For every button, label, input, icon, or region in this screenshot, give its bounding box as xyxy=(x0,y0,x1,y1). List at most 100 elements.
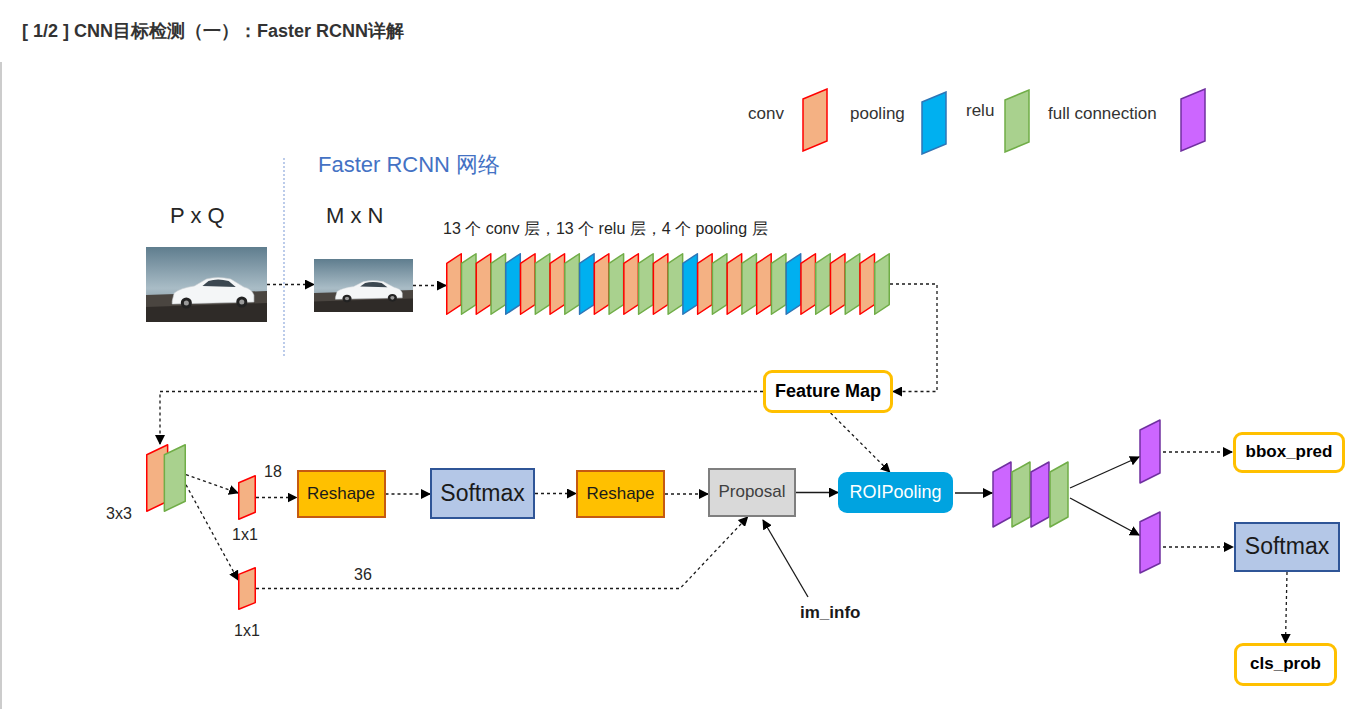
conv-layer xyxy=(624,254,639,315)
connector xyxy=(890,284,937,392)
input-label: im_info xyxy=(800,603,860,623)
connector xyxy=(535,493,576,494)
car-window xyxy=(360,282,387,287)
road-shadow xyxy=(146,303,267,322)
wheel xyxy=(181,298,192,309)
conv-layer xyxy=(239,476,256,520)
conv-layer xyxy=(801,254,816,315)
conv-layer xyxy=(653,254,668,315)
relu-layer xyxy=(712,254,727,315)
swatch-shape xyxy=(1181,89,1205,151)
conv-layer xyxy=(757,254,772,315)
box-label: Reshape xyxy=(307,484,375,504)
sky xyxy=(146,247,267,322)
arrow-line xyxy=(955,492,992,493)
connector xyxy=(256,517,748,589)
conv-layer xyxy=(594,254,609,315)
wheel xyxy=(388,294,397,302)
layer-shapes xyxy=(238,475,256,520)
layer-shapes xyxy=(238,567,256,610)
output-box: cls_prob xyxy=(1234,643,1337,686)
hub xyxy=(239,300,244,305)
legend-swatch xyxy=(1004,89,1030,153)
legend-label: conv xyxy=(748,104,784,124)
reshape-box: Reshape xyxy=(576,470,665,518)
feature-map-box: Feature Map xyxy=(763,370,893,413)
legend-swatch xyxy=(921,91,947,155)
box-label: bbox_pred xyxy=(1246,442,1333,462)
box-label: Reshape xyxy=(586,484,654,504)
fc-layer xyxy=(993,462,1011,527)
network-title: Faster RCNN 网络 xyxy=(318,150,500,180)
connector xyxy=(413,285,446,286)
relu-layer xyxy=(742,254,757,315)
car-photo xyxy=(146,247,267,322)
photo-frame xyxy=(314,259,413,312)
pooling-layer xyxy=(683,254,698,315)
conv-layer xyxy=(447,254,462,315)
fc-layer xyxy=(1140,420,1160,483)
box-label: Feature Map xyxy=(775,381,881,403)
photo-frame xyxy=(146,247,267,322)
swatch-shape xyxy=(803,89,827,151)
car-photo xyxy=(314,259,413,312)
layer-shapes xyxy=(446,253,890,315)
divider-line xyxy=(283,158,284,358)
page-border xyxy=(0,62,2,709)
box-label: Proposal xyxy=(718,482,785,502)
pooling-layer xyxy=(786,254,801,315)
arrow-line xyxy=(1163,451,1232,452)
connector xyxy=(267,284,314,285)
node-label: 13 个 conv 层，13 个 relu 层，4 个 pooling 层 xyxy=(443,219,768,238)
legend-label: full connection xyxy=(1048,104,1157,124)
relu-layer xyxy=(565,254,580,315)
relu-layer xyxy=(164,445,185,512)
proposal-box: Proposal xyxy=(708,468,796,517)
relu-layer xyxy=(535,254,550,315)
roi-pooling-box: ROIPooling xyxy=(838,472,953,513)
hub xyxy=(184,301,189,306)
connector xyxy=(160,392,763,445)
legend-swatch xyxy=(1180,88,1206,152)
node-label: 1x1 xyxy=(232,525,258,544)
connector xyxy=(1286,572,1288,643)
conv-1x1: 1x1 xyxy=(238,475,256,520)
conv-layer xyxy=(698,254,713,315)
relu-layer xyxy=(639,254,654,315)
box-label: cls_prob xyxy=(1250,654,1321,674)
conv-layer xyxy=(727,254,742,315)
relu-layer xyxy=(1012,462,1030,527)
fc-layer xyxy=(1140,512,1160,573)
box-label: Softmax xyxy=(1245,533,1329,561)
softmax-box: Softmax xyxy=(1234,522,1340,572)
conv-layer xyxy=(521,254,536,315)
connector xyxy=(186,475,238,493)
arrow-line xyxy=(1070,498,1139,535)
road-shadow xyxy=(314,299,413,312)
relu-layer xyxy=(609,254,624,315)
relu-layer xyxy=(491,254,506,315)
hub xyxy=(390,296,394,300)
connector xyxy=(386,493,431,494)
relu-layer xyxy=(462,254,477,315)
conv-layer xyxy=(860,254,875,315)
swatch-shape xyxy=(922,92,946,154)
relu-layer xyxy=(1050,462,1068,527)
arrow-line xyxy=(1163,546,1233,547)
resized-image: M x N xyxy=(314,259,413,312)
legend-swatch xyxy=(802,88,828,152)
conv-3x3: 3x3 xyxy=(146,444,186,512)
page-title: [ 1/2 ] CNN目标检测（一）：Faster RCNN详解 xyxy=(22,19,404,43)
pooling-layer xyxy=(506,254,521,315)
conv-layer xyxy=(239,568,256,610)
input-image: P x Q xyxy=(146,247,267,322)
output-box: bbox_pred xyxy=(1233,432,1345,473)
connector xyxy=(186,485,238,580)
reshape-box: Reshape xyxy=(297,470,386,518)
conv-layer xyxy=(550,254,565,315)
layer-shapes xyxy=(146,444,186,512)
car-window xyxy=(202,280,235,288)
relu-layer xyxy=(668,254,683,315)
